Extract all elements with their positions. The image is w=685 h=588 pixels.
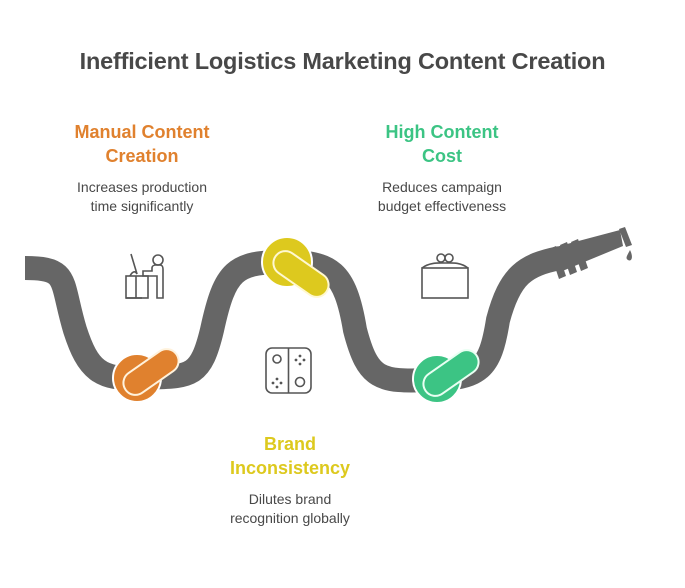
money-box-icon [421,253,469,299]
heading-line: Cost [422,146,462,166]
block-heading: Brand Inconsistency [190,432,390,480]
heading-line: Manual Content [74,122,210,142]
block-description: Dilutes brand recognition globally [190,490,390,528]
person-at-desk-icon [125,253,164,299]
orange-knot [112,348,180,403]
yellow-knot [261,236,330,298]
description-line: Dilutes brand [248,491,332,507]
page-title: Inefficient Logistics Marketing Content … [79,48,606,74]
high-content-cost-block: High Content Cost Reduces campaign budge… [342,120,542,216]
heading-line: High Content [385,122,499,142]
description-line: Increases production [77,179,207,195]
description-line: recognition globally [230,510,350,526]
heading-line: Creation [105,146,179,166]
description-line: Reduces campaign [382,179,502,195]
heading-line: Brand [263,434,316,454]
brand-inconsistency-block: Brand Inconsistency Dilutes brand recogn… [190,432,390,528]
block-description: Reduces campaign budget effectiveness [342,178,542,216]
description-line: budget effectiveness [377,198,507,214]
block-heading: High Content Cost [342,120,542,168]
nozzle-icon [548,227,632,279]
heading-line: Inconsistency [229,458,351,478]
block-description: Increases production time significantly [42,178,242,216]
green-knot [412,349,480,404]
block-heading: Manual Content Creation [42,120,242,168]
manual-content-creation-block: Manual Content Creation Increases produc… [42,120,242,216]
description-line: time significantly [90,198,194,214]
game-controller-icon [265,347,312,394]
